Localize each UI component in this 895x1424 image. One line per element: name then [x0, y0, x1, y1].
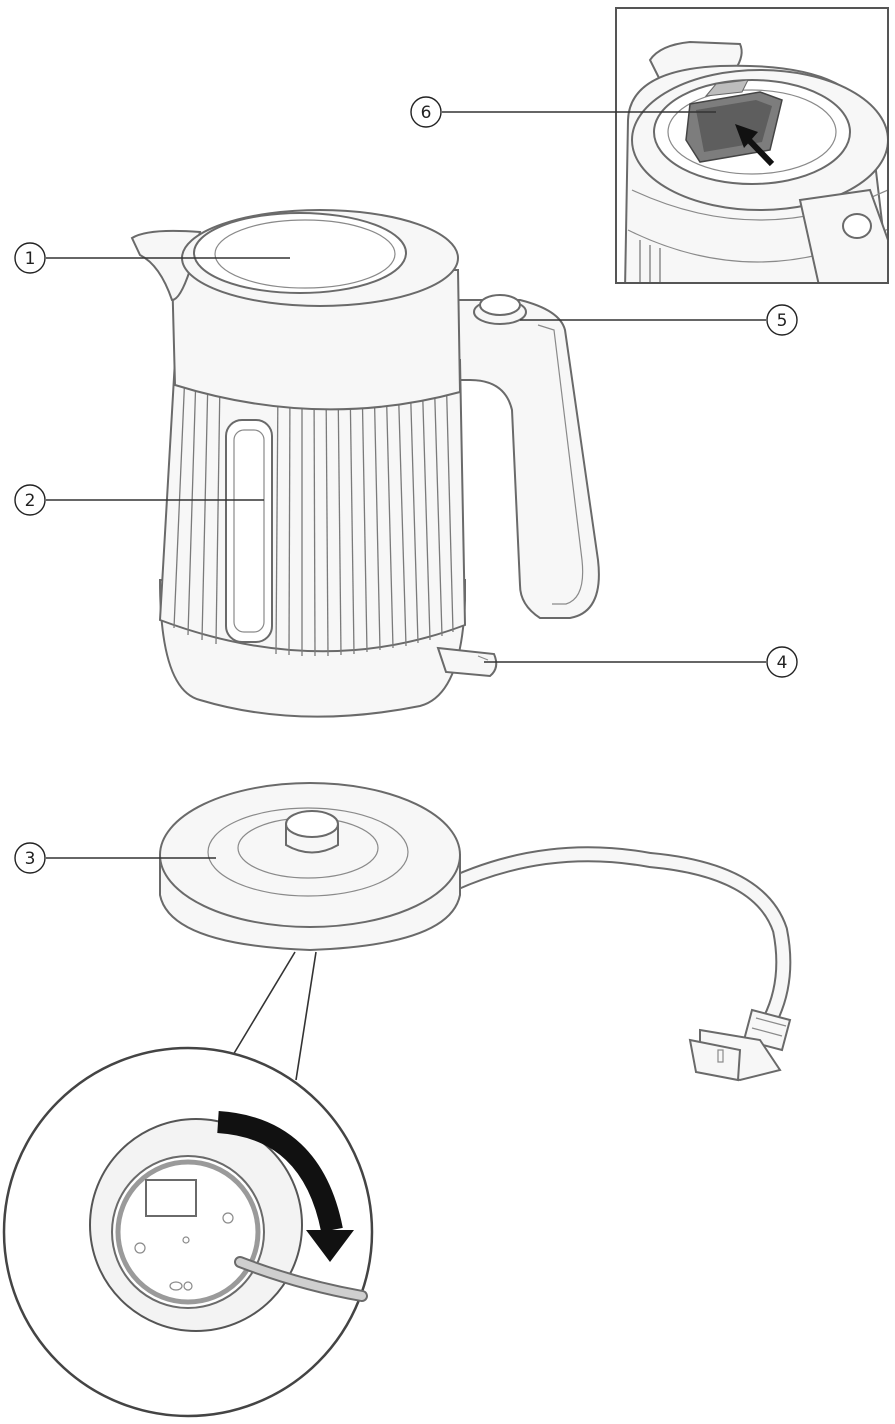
callout-3-label: 3 — [25, 849, 36, 869]
callout-2-label: 2 — [25, 491, 36, 511]
callout-4: 4 — [484, 646, 798, 678]
kettle — [130, 209, 600, 718]
filter-arrow-icon — [735, 124, 775, 167]
callout-1: 1 — [14, 242, 290, 274]
rotate-arrow-icon — [217, 1111, 354, 1262]
callout-2: 2 — [14, 484, 264, 516]
callout-5: 5 — [520, 304, 798, 336]
power-base — [159, 782, 792, 1082]
lid-release-button-icon — [473, 294, 527, 325]
cord-tab-icon — [436, 646, 498, 678]
callout-4-label: 4 — [777, 653, 788, 673]
callout-6-label: 6 — [421, 103, 432, 123]
callout-6: 6 — [410, 96, 716, 128]
callout-5-label: 5 — [777, 311, 788, 331]
callout-3: 3 — [14, 842, 216, 874]
water-window — [225, 419, 273, 643]
filter-icon — [685, 79, 783, 163]
body-ribs — [173, 367, 454, 657]
base-underside-detail — [2, 951, 374, 1418]
callout-1-label: 1 — [25, 249, 36, 269]
plug-icon — [688, 1008, 792, 1082]
filter-inset — [615, 7, 889, 284]
